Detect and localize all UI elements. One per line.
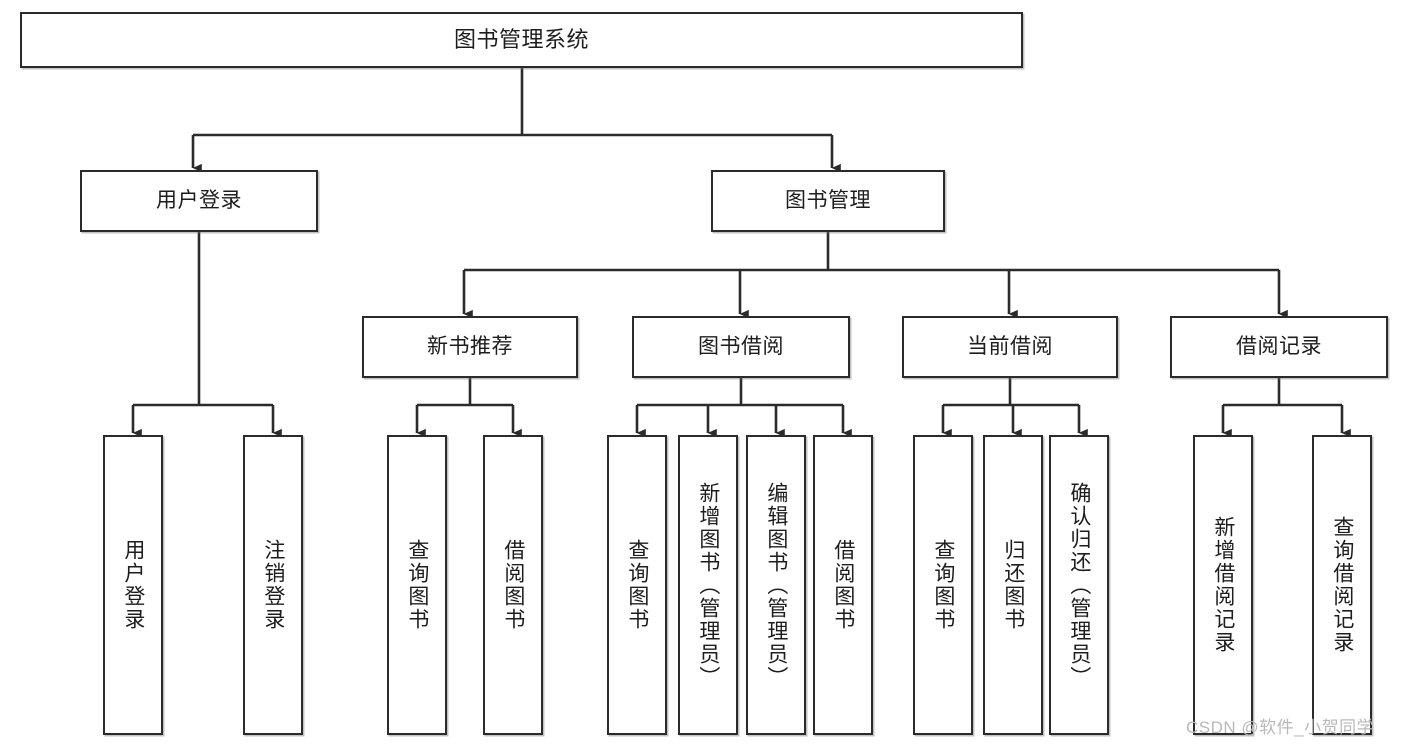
leaf-node-label: 注销登录	[261, 539, 285, 631]
node-book-borrow-label: 图书借阅	[698, 334, 784, 358]
node-current-borrow[interactable]: 当前借阅	[902, 316, 1118, 378]
node-user-login[interactable]: 用户登录	[80, 170, 318, 232]
leaf-node-label: 新增借阅记录	[1211, 516, 1235, 654]
node-new-book-recommend-label: 新书推荐	[427, 334, 513, 358]
node-borrow-record-label: 借阅记录	[1236, 334, 1322, 358]
leaf-node[interactable]: 新增图书（管理员）	[678, 435, 738, 735]
node-book-management[interactable]: 图书管理	[711, 170, 945, 232]
node-new-book-recommend[interactable]: 新书推荐	[362, 316, 578, 378]
leaf-node[interactable]: 借阅图书	[483, 435, 543, 735]
leaf-node[interactable]: 查询图书	[607, 435, 667, 735]
node-user-login-label: 用户登录	[156, 188, 242, 212]
watermark: CSDN @软件_小贺同学	[1186, 718, 1375, 737]
node-root[interactable]: 图书管理系统	[20, 12, 1023, 68]
node-book-borrow[interactable]: 图书借阅	[632, 316, 850, 378]
leaf-node[interactable]: 查询借阅记录	[1312, 435, 1372, 735]
leaf-node-label: 查询图书	[931, 539, 955, 631]
node-borrow-record[interactable]: 借阅记录	[1170, 316, 1388, 378]
leaf-node-label: 借阅图书	[831, 539, 855, 631]
node-root-label: 图书管理系统	[453, 27, 589, 53]
leaf-node[interactable]: 查询图书	[913, 435, 973, 735]
node-book-management-label: 图书管理	[785, 188, 871, 212]
leaf-node[interactable]: 用户登录	[103, 435, 163, 735]
leaf-node-label: 查询图书	[405, 539, 429, 631]
leaf-node-label: 新增图书（管理员）	[696, 481, 720, 689]
leaf-node[interactable]: 注销登录	[243, 435, 303, 735]
leaf-node[interactable]: 归还图书	[983, 435, 1043, 735]
leaf-node[interactable]: 查询图书	[387, 435, 447, 735]
leaf-node-label: 编辑图书（管理员）	[764, 481, 788, 689]
leaf-node[interactable]: 编辑图书（管理员）	[746, 435, 806, 735]
leaf-node-label: 查询借阅记录	[1330, 516, 1354, 654]
node-current-borrow-label: 当前借阅	[967, 334, 1053, 358]
leaf-node[interactable]: 确认归还（管理员）	[1049, 435, 1109, 735]
leaf-node-label: 查询图书	[625, 539, 649, 631]
leaf-node-label: 用户登录	[121, 539, 145, 631]
leaf-node-label: 归还图书	[1001, 539, 1025, 631]
leaf-node[interactable]: 新增借阅记录	[1193, 435, 1253, 735]
leaf-node-label: 确认归还（管理员）	[1067, 481, 1091, 689]
leaf-node[interactable]: 借阅图书	[813, 435, 873, 735]
leaf-node-label: 借阅图书	[501, 539, 525, 631]
